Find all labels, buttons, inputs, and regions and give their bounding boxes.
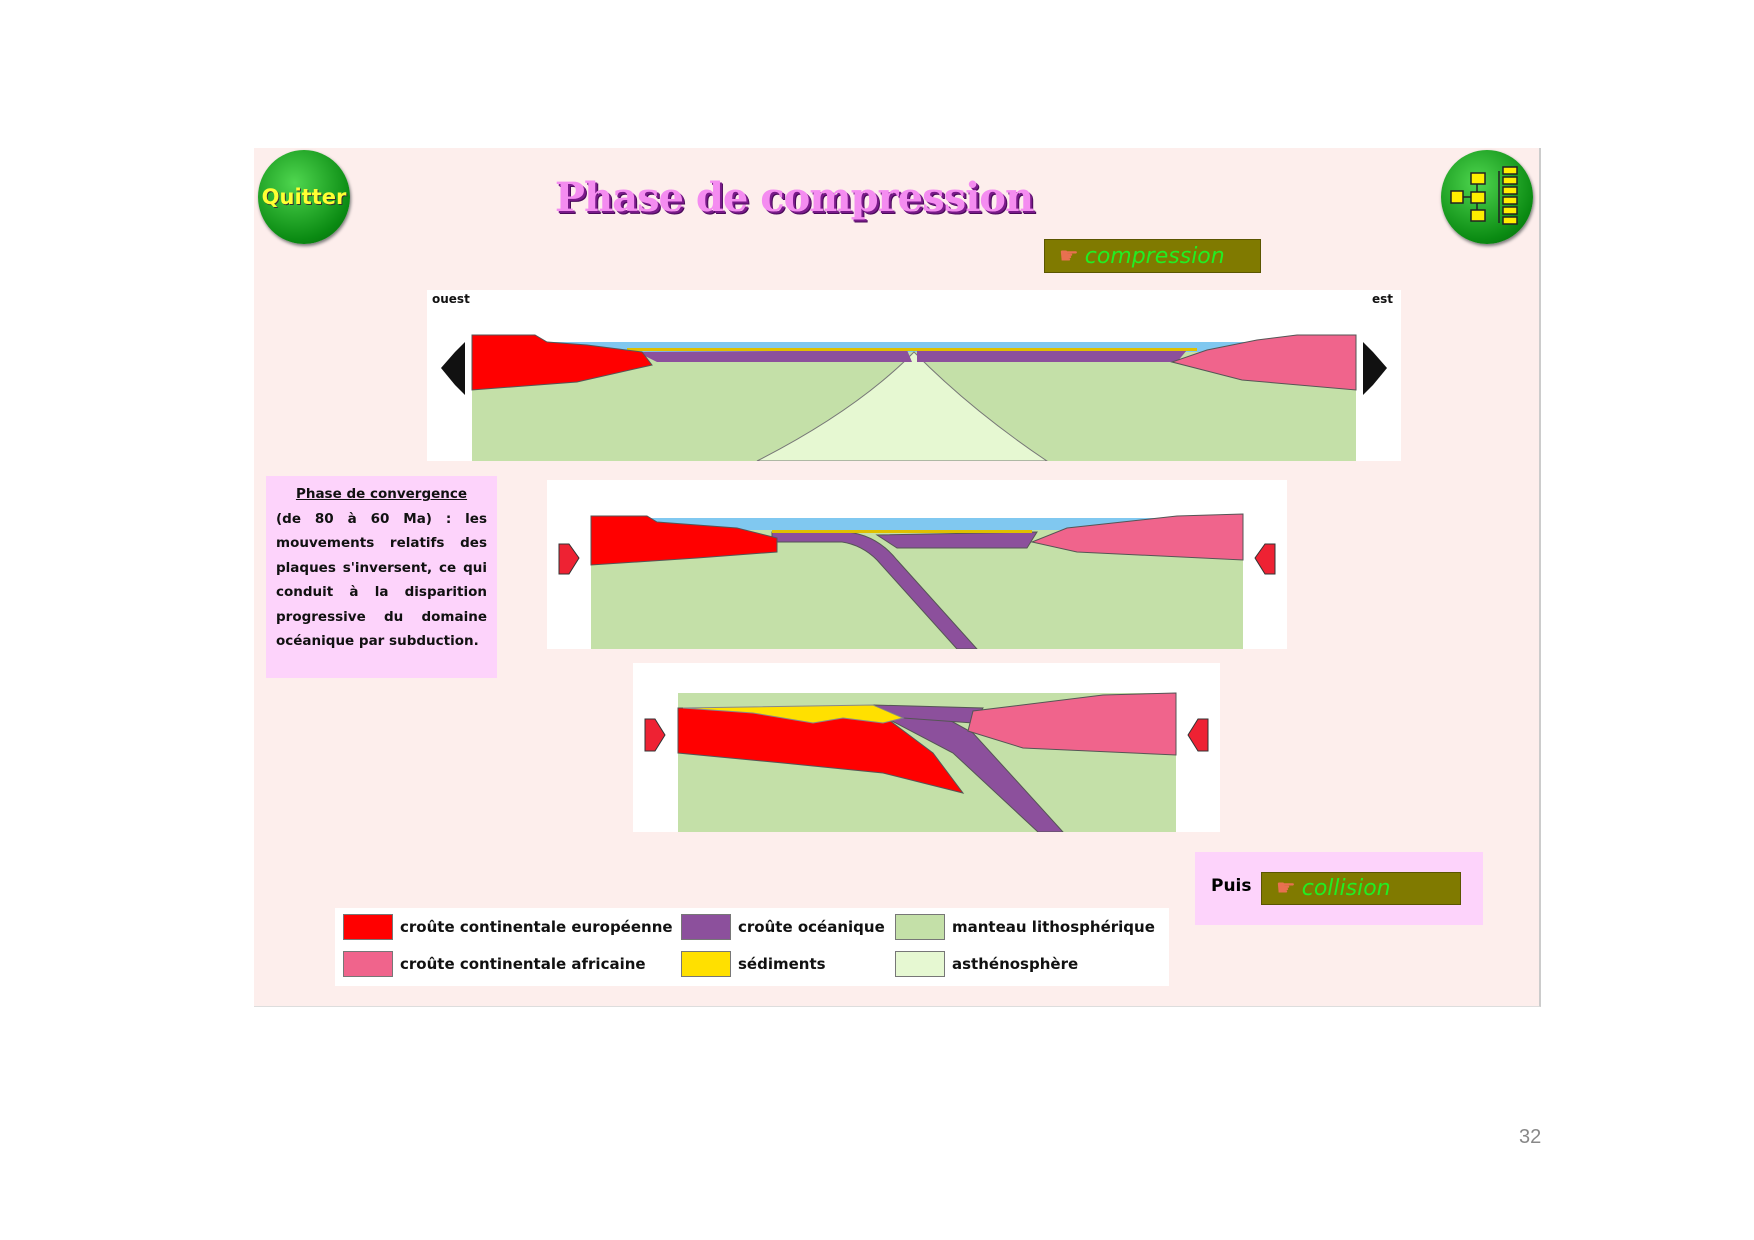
sitemap-icon <box>1450 166 1518 225</box>
arrow-left-icon <box>1187 718 1209 752</box>
legend-label: manteau lithosphérique <box>952 918 1155 936</box>
legend-item: asthénosphère <box>895 951 1078 977</box>
puis-label: Puis <box>1211 876 1252 896</box>
arrow-right-icon <box>1363 342 1387 395</box>
quit-label: Quitter <box>261 185 347 209</box>
legend-label: sédiments <box>738 955 826 973</box>
european-crust <box>471 334 653 391</box>
legend-item: croûte océanique <box>681 914 885 940</box>
page-number: 32 <box>1519 1126 1542 1148</box>
west-label: ouest <box>432 292 470 306</box>
description-title: Phase de convergence <box>295 486 468 502</box>
legend-swatch <box>343 914 393 940</box>
pointing-hand-icon: ☛ <box>1276 876 1296 901</box>
legend: croûte continentale européenne croûte co… <box>335 908 1169 986</box>
asthenosphere <box>756 351 1048 461</box>
arrow-right-icon <box>644 718 666 752</box>
legend-label: croûte continentale européenne <box>400 918 673 936</box>
legend-label: asthénosphère <box>952 955 1079 973</box>
diagram-accretion <box>633 663 1220 832</box>
slide-title: Phase de compression <box>554 174 1034 221</box>
legend-item: croûte continentale européenne <box>343 914 673 940</box>
legend-item: croûte continentale africaine <box>343 951 646 977</box>
legend-swatch <box>681 951 731 977</box>
description-box: Phase de convergence (de 80 à 60 Ma) : l… <box>266 476 497 678</box>
collision-button[interactable]: ☛ collision <box>1261 872 1461 905</box>
arrow-left-icon <box>441 342 465 395</box>
diagram-subduction <box>547 480 1287 649</box>
arrow-left-icon <box>1254 543 1276 575</box>
diagram-ocean-opening: ouest est <box>427 290 1401 461</box>
sitemap-button[interactable] <box>1441 150 1533 244</box>
legend-item: sédiments <box>681 951 826 977</box>
quit-button[interactable]: Quitter <box>258 150 350 244</box>
compression-button[interactable]: ☛ compression <box>1044 239 1261 273</box>
arrow-right-icon <box>558 543 580 575</box>
compression-button-label: compression <box>1084 243 1225 269</box>
description-text: (de 80 à 60 Ma) : les mouvements relatif… <box>276 510 487 650</box>
pointing-hand-icon: ☛ <box>1059 243 1079 269</box>
slide: Quitter Phase de compression ☛ compressi… <box>254 148 1541 1007</box>
oceanic-crust <box>637 350 1187 362</box>
legend-label: croûte océanique <box>738 918 885 936</box>
african-crust <box>1170 334 1357 391</box>
east-label: est <box>1371 292 1393 306</box>
legend-label: croûte continentale africaine <box>400 955 646 973</box>
legend-swatch <box>895 951 945 977</box>
legend-swatch <box>681 914 731 940</box>
legend-swatch <box>895 914 945 940</box>
next-step-box: Puis ☛ collision <box>1195 852 1483 925</box>
collision-button-label: collision <box>1301 876 1391 901</box>
legend-item: manteau lithosphérique <box>895 914 1155 940</box>
legend-swatch <box>343 951 393 977</box>
